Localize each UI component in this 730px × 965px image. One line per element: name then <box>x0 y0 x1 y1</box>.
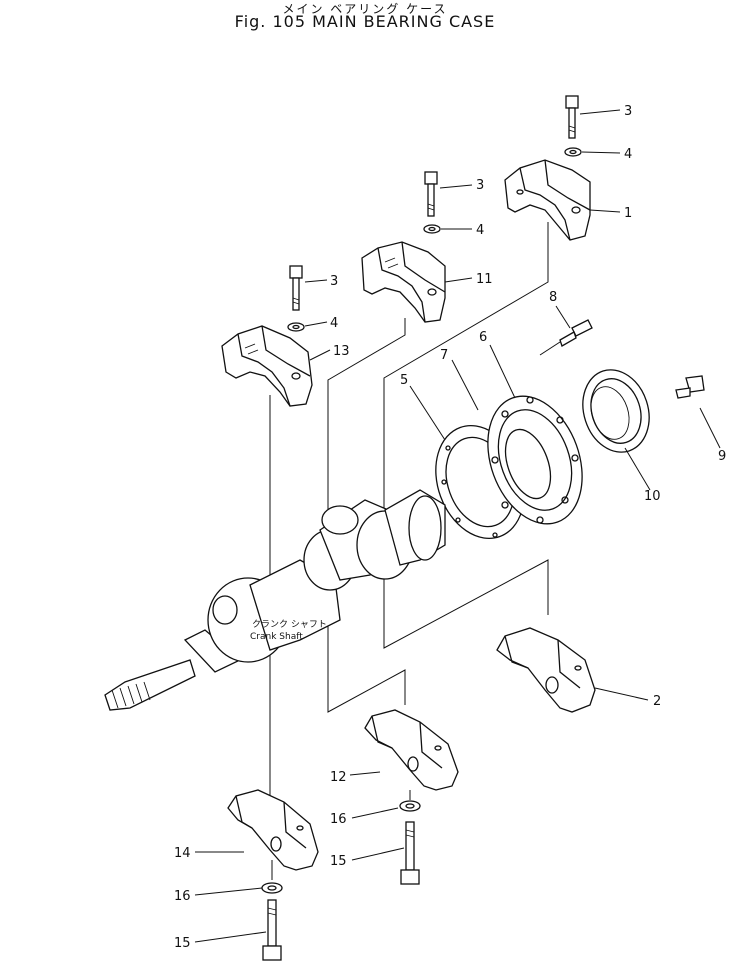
callout-15-b: 15 <box>174 936 191 951</box>
callout-12: 12 <box>330 770 347 785</box>
callout-9: 9 <box>718 449 726 464</box>
bearing-cap-lower-12 <box>364 709 459 791</box>
callout-1: 1 <box>624 206 632 221</box>
bolt-middle <box>424 171 438 217</box>
washer-16-upper <box>399 800 421 812</box>
bolt-top-right <box>565 95 579 139</box>
callout-6: 6 <box>479 330 487 345</box>
callout-4-b: 4 <box>476 223 484 238</box>
figure-title: Fig. 105 MAIN BEARING CASE <box>234 12 496 31</box>
callout-4-c: 4 <box>330 316 338 331</box>
washer-top-right <box>564 147 582 157</box>
bearing-cap-upper-1 <box>504 159 591 241</box>
crankshaft-note-jp: クランク シャフト <box>252 619 327 630</box>
callout-numbers: 3 4 1 3 4 11 3 4 13 8 6 7 5 9 10 2 12 16… <box>174 104 726 951</box>
washer-left <box>287 322 305 332</box>
washer-middle <box>423 224 441 234</box>
callout-3-b: 3 <box>476 178 484 193</box>
callout-4-a: 4 <box>624 147 632 162</box>
bolt-9 <box>675 375 705 399</box>
callout-16-b: 16 <box>174 889 191 904</box>
bolt-15-lower <box>262 899 282 961</box>
crankshaft <box>104 489 446 711</box>
bearing-cap-upper-13 <box>221 325 313 407</box>
callout-8: 8 <box>549 290 557 305</box>
bearing-cap-lower-2 <box>496 627 596 713</box>
callout-5: 5 <box>400 373 408 388</box>
callout-7: 7 <box>440 348 448 363</box>
title-japanese: メイン ベアリング ケース <box>282 2 448 16</box>
callout-10: 10 <box>644 489 661 504</box>
oil-seal-10 <box>582 369 650 453</box>
crankshaft-note-en: Crank Shaft <box>250 632 303 642</box>
callout-15-a: 15 <box>330 854 347 869</box>
callout-16-a: 16 <box>330 812 347 827</box>
seal-case-6 <box>487 395 583 525</box>
callout-11: 11 <box>476 272 493 287</box>
bearing-cap-lower-14 <box>227 789 319 871</box>
bolt-15-upper <box>400 821 420 885</box>
bearing-cap-upper-11 <box>361 241 446 323</box>
leader-lines <box>194 109 721 943</box>
callout-3-c: 3 <box>330 274 338 289</box>
bolt-8 <box>559 319 593 347</box>
washer-16-lower <box>261 882 283 894</box>
bolt-left <box>289 265 303 311</box>
callout-13: 13 <box>333 344 350 359</box>
callout-14: 14 <box>174 846 191 861</box>
callout-2: 2 <box>653 694 661 709</box>
callout-3-a: 3 <box>624 104 632 119</box>
